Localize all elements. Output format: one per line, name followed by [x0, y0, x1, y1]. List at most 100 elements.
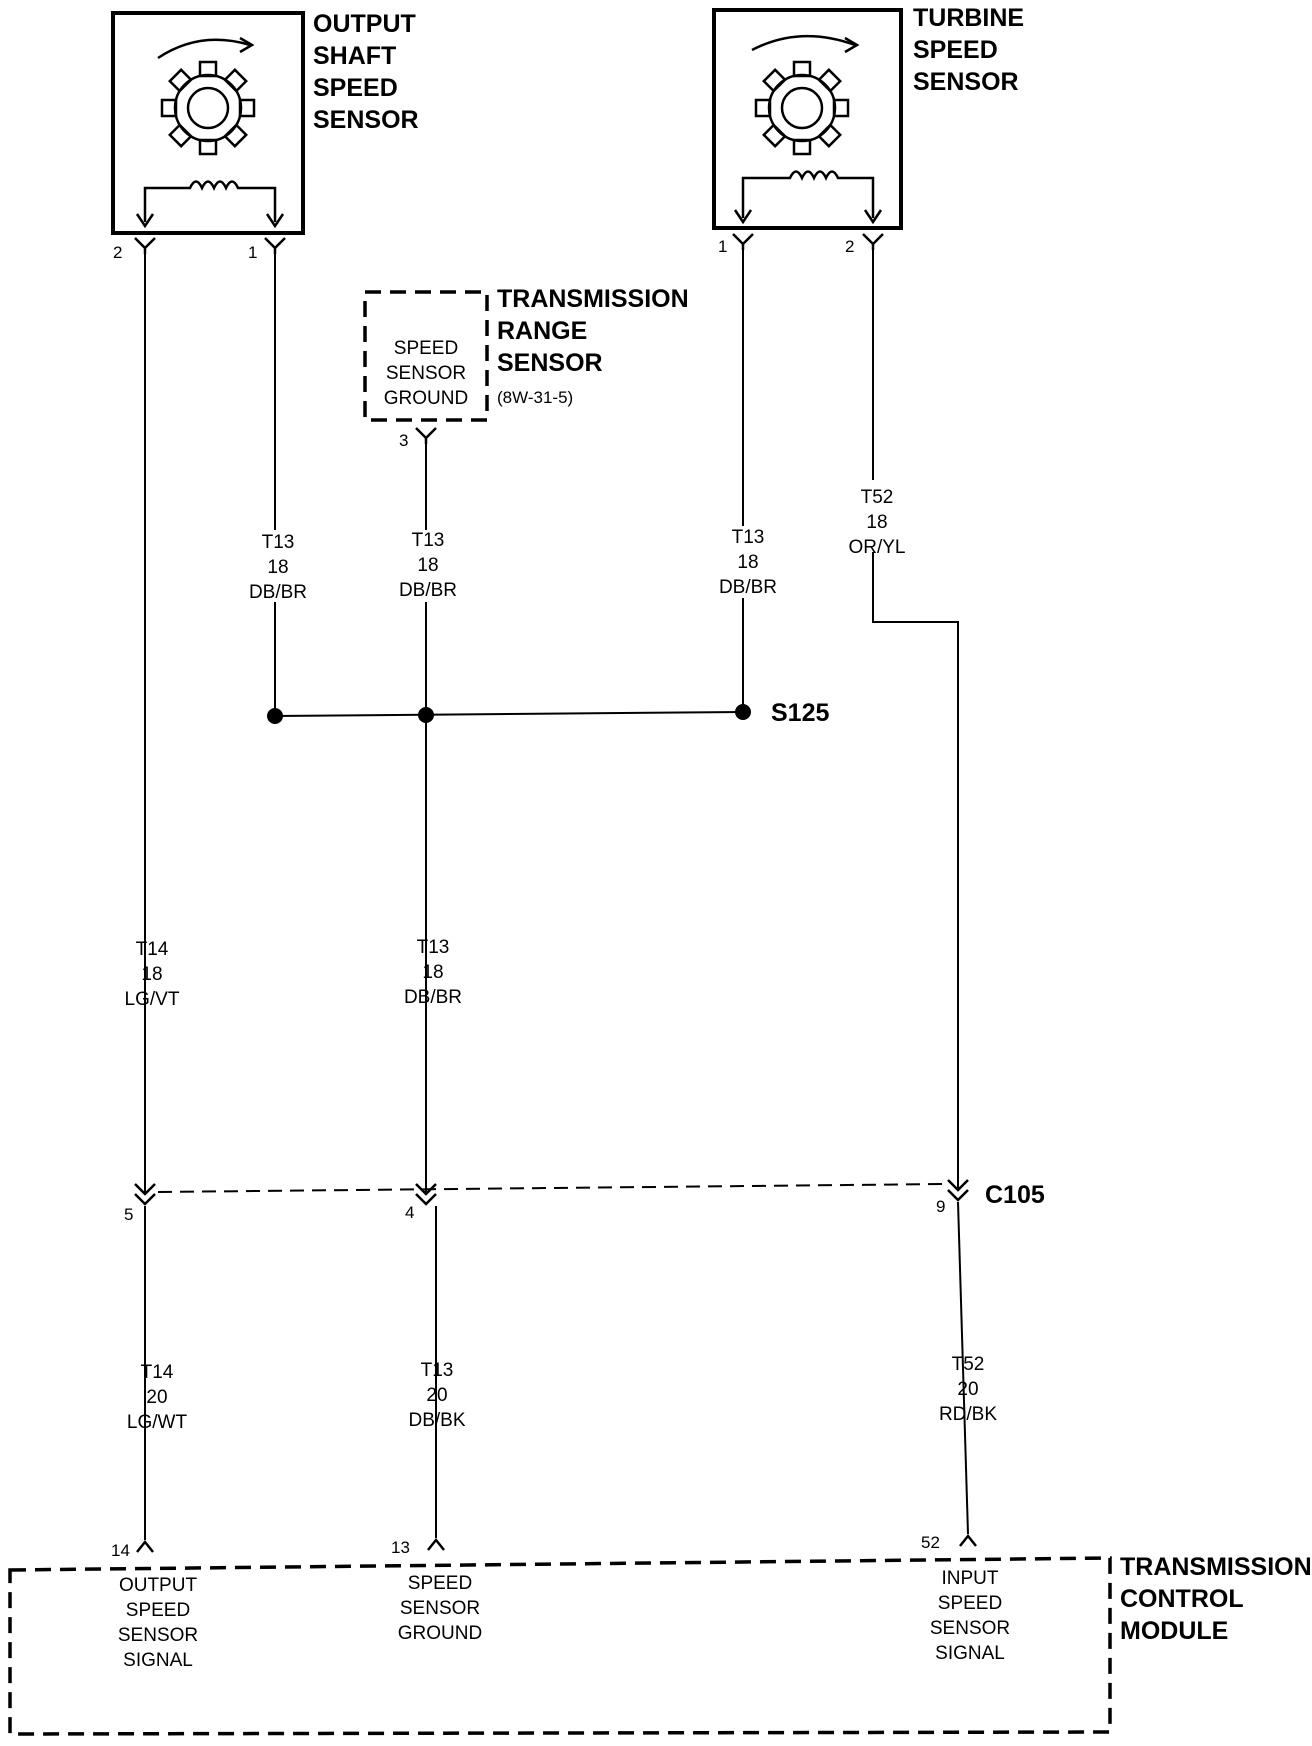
component-title-line: TRANSMISSION: [497, 285, 689, 313]
wire-circuit: T52: [861, 487, 894, 508]
module-title-line: MODULE: [1120, 1617, 1228, 1645]
wire-circuit: T52: [952, 1354, 985, 1375]
splice-bus: [274, 711, 744, 717]
wire-gauge: 18: [141, 964, 162, 985]
sensor-box: [111, 11, 305, 235]
wire-label: T52 18 OR/YL: [848, 487, 905, 558]
splice-dot: [418, 707, 434, 723]
sensor-title-line: SENSOR: [913, 68, 1019, 96]
splice-dot: [267, 708, 283, 724]
component-dashed-box: [363, 290, 489, 422]
sensor-title-line: SHAFT: [313, 42, 396, 70]
wire-circuit: T13: [421, 1360, 454, 1381]
pin-number: 2: [113, 243, 122, 262]
pin-number: 14: [111, 1541, 130, 1560]
wire-color: DB/BR: [399, 580, 457, 601]
connector-label: C105: [985, 1181, 1045, 1209]
component-title-line: RANGE: [497, 317, 587, 345]
rotation-arrow-icon: [157, 38, 251, 60]
pin-number: 3: [399, 431, 408, 450]
wire-label: T13 18 DB/BR: [249, 532, 307, 603]
connector-pin-icon: [264, 237, 286, 254]
connector-pin-icon: [732, 233, 754, 250]
wire-color: DB/BK: [408, 1410, 465, 1431]
wire-label: T13 18 DB/BR: [399, 530, 457, 601]
pin-number: 1: [248, 243, 257, 262]
terminal-label: INPUT SPEED SENSOR SIGNAL: [930, 1568, 1010, 1664]
terminal-line: INPUT: [942, 1568, 999, 1589]
wire-gauge: 18: [866, 512, 887, 533]
connector-pin-icon: [136, 1539, 154, 1553]
wire-gauge: 20: [957, 1379, 978, 1400]
wire-color: RD/BK: [939, 1404, 997, 1425]
connector-pin-icon: [134, 237, 156, 254]
coil-icon: [143, 180, 277, 222]
wire-t52-rdbk: [957, 1201, 969, 1535]
transmission-range-sensor: SPEED SENSOR GROUND TRANSMISSION RANGE S…: [363, 285, 689, 450]
terminal-line: SIGNAL: [123, 1650, 193, 1671]
wire-label: T52 20 RD/BK: [939, 1354, 997, 1425]
terminal-line: SENSOR: [930, 1618, 1010, 1639]
pin-number: 2: [845, 237, 854, 256]
sensor-title-line: OUTPUT: [313, 10, 416, 38]
sensor-title-line: TURBINE: [913, 4, 1024, 32]
connector-pin-icon: [862, 233, 884, 250]
wire-color: DB/BR: [249, 582, 307, 603]
terminal-line: OUTPUT: [119, 1575, 198, 1596]
reference-label: (8W-31-5): [497, 388, 573, 407]
terminal-line: SENSOR: [118, 1625, 198, 1646]
pin-number: 5: [124, 1205, 133, 1224]
pin-number: 9: [936, 1197, 945, 1216]
wires: [144, 250, 969, 1540]
sensor-box: [712, 8, 903, 230]
sensor-title-line: SPEED: [913, 36, 998, 64]
connector-dashed-line: [157, 1183, 947, 1193]
wire-labels: T13 18 DB/BR T13 18 DB/BR T13 18 DB/BR T…: [125, 487, 998, 1433]
gear-icon: [160, 60, 256, 156]
output-shaft-speed-sensor: OUTPUT SHAFT SPEED SENSOR 2 1: [111, 10, 419, 262]
wire-circuit: T14: [136, 939, 169, 960]
connector-pin-icon: [415, 427, 437, 444]
terminal-line: SPEED: [408, 1573, 472, 1594]
wire-color: DB/BR: [719, 577, 777, 598]
wire-circuit: T13: [417, 937, 450, 958]
pin-number: 13: [391, 1538, 410, 1557]
connector-c105: 5 4 9 C105: [124, 1179, 1045, 1224]
pin-number: 52: [921, 1533, 940, 1552]
module-title-line: TRANSMISSION: [1120, 1553, 1312, 1581]
terminal-line: SIGNAL: [935, 1643, 1005, 1664]
connector-pin-icon: [427, 1537, 445, 1551]
inner-label: SPEED: [394, 338, 458, 359]
wire-color: LG/VT: [125, 989, 180, 1010]
sensor-title-line: SPEED: [313, 74, 398, 102]
component-title-line: SENSOR: [497, 349, 603, 377]
pin-number: 1: [718, 237, 727, 256]
terminal-line: SENSOR: [400, 1598, 480, 1619]
wire-gauge: 18: [417, 555, 438, 576]
wire-color: OR/YL: [848, 537, 905, 558]
rotation-arrow-icon: [751, 34, 856, 52]
connector-pin-icon: [134, 1183, 156, 1206]
wire-label: T13 18 DB/BR: [404, 937, 462, 1008]
coil-icon: [741, 170, 875, 218]
turbine-speed-sensor: TURBINE SPEED SENSOR 1 2: [712, 4, 1024, 256]
wire-circuit: T13: [732, 527, 765, 548]
terminal-line: SPEED: [126, 1600, 190, 1621]
splice-dot: [735, 704, 751, 720]
wire-label: T13 20 DB/BK: [408, 1360, 465, 1431]
gear-icon: [754, 60, 850, 156]
wire-circuit: T13: [412, 530, 445, 551]
splice-label: S125: [771, 699, 829, 727]
sensor-title-line: SENSOR: [313, 106, 419, 134]
connector-pin-icon: [959, 1533, 977, 1547]
connector-pin-icon: [415, 1183, 437, 1206]
wire-gauge: 18: [267, 557, 288, 578]
pin-number: 4: [405, 1203, 414, 1222]
terminal-line: SPEED: [938, 1593, 1002, 1614]
wire-label: T14 20 LG/WT: [127, 1362, 188, 1433]
wire-gauge: 18: [737, 552, 758, 573]
module-title-line: CONTROL: [1120, 1585, 1244, 1613]
terminal-label: SPEED SENSOR GROUND: [398, 1573, 482, 1644]
wire-label: T13 18 DB/BR: [719, 527, 777, 598]
